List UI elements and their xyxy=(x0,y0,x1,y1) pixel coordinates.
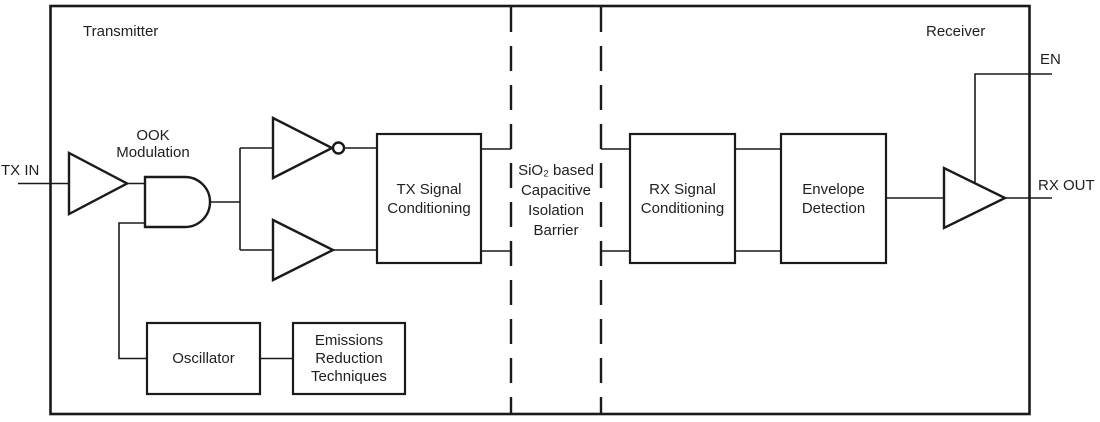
and-gate-icon xyxy=(143,175,212,229)
rx-signal-conditioning-label: RX Signal Conditioning xyxy=(640,180,725,217)
en-wire xyxy=(974,73,1052,183)
emissions-reduction-box xyxy=(291,321,407,396)
tx-input-buffer-icon xyxy=(67,151,130,216)
oscillator-box xyxy=(145,321,262,396)
signal-wires xyxy=(18,73,1052,360)
en-port-label: EN xyxy=(1040,51,1061,68)
transmitter-region-label: Transmitter xyxy=(83,23,159,40)
rx-signal-conditioning-box xyxy=(628,132,737,265)
emissions-reduction-label: Emissions Reduction Techniques xyxy=(311,331,387,385)
inverter-bubble-icon xyxy=(331,141,346,155)
oscillator-label: Oscillator xyxy=(172,350,235,367)
rx-out-port-label: RX OUT xyxy=(1038,177,1095,194)
receiver-region-label: Receiver xyxy=(926,23,986,40)
tx-in-port-label: TX IN xyxy=(1,162,40,179)
inverter-gate-icon xyxy=(271,116,335,180)
oscillator-to-and-wire xyxy=(118,222,147,360)
rx-output-buffer-icon xyxy=(942,166,1008,230)
non-inverting-buffer-icon xyxy=(271,218,336,282)
isolation-barrier-label: SiO₂ based Capacitive Isolation Barrier xyxy=(518,162,594,239)
ook-modulation-label: OOK Modulation xyxy=(116,127,190,161)
envelope-detection-label: Envelope Detection xyxy=(801,180,866,217)
isolator-outline xyxy=(49,4,1031,416)
tx-signal-conditioning-box xyxy=(375,132,483,265)
tx-signal-conditioning-label: TX Signal Conditioning xyxy=(387,180,471,217)
envelope-detection-box xyxy=(779,132,888,265)
